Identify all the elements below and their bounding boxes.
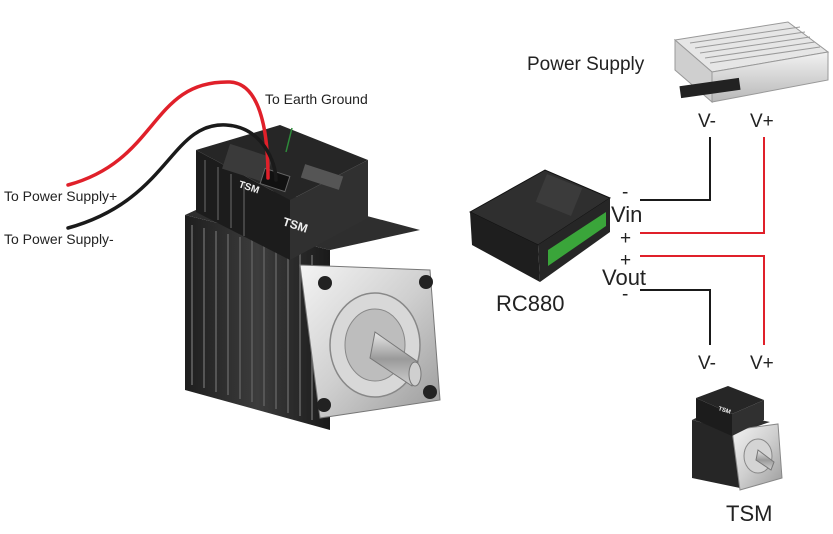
- label-vin-plus: +: [620, 228, 631, 249]
- label-ps-vplus: V+: [750, 111, 774, 132]
- power-supply-unit: [673, 21, 830, 104]
- label-ps-vminus: V-: [698, 111, 716, 132]
- label-tsm: TSM: [726, 501, 772, 526]
- io-connector: [300, 164, 344, 190]
- small-motor-shaft: [755, 449, 775, 471]
- label-vin: Vin: [611, 202, 642, 227]
- label-vout-plus: +: [620, 250, 631, 271]
- mount-hole: [423, 385, 437, 399]
- tsm-motor-large: TSM TSM: [185, 125, 441, 430]
- label-vout-minus: -: [622, 284, 628, 305]
- label-rc880: RC880: [496, 291, 564, 316]
- label-vin-minus: -: [622, 182, 628, 203]
- label-power-supply: Power Supply: [527, 54, 645, 75]
- wire-ps-vplus: [640, 137, 765, 234]
- drive-logo-plate: [222, 143, 273, 183]
- cooling-fins: [191, 225, 313, 420]
- label-tsm-vplus: V+: [750, 353, 774, 374]
- label-tsm-vminus: V-: [698, 353, 716, 374]
- wire-vout-plus: [640, 255, 765, 345]
- rc880-label-plate: [535, 173, 583, 217]
- ps-terminal-block: [679, 77, 741, 99]
- mount-hole: [419, 275, 433, 289]
- label-supply-minus: To Power Supply-: [4, 231, 114, 247]
- ps-vent-slots: [689, 26, 821, 64]
- wire-earth-ground: [285, 127, 293, 153]
- label-vout: Vout: [602, 265, 646, 290]
- wire-supply-plus: [66, 80, 270, 187]
- drive-fins: [204, 160, 245, 236]
- wiring-lines: [640, 137, 765, 345]
- wire-ps-vminus: [640, 137, 711, 201]
- mount-hole: [318, 276, 332, 290]
- wire-supply-minus: [66, 123, 278, 230]
- rc880-module: [468, 169, 612, 282]
- tsm-motor-small: TSM: [692, 386, 783, 491]
- mount-hole: [317, 398, 331, 412]
- wire-vout-minus: [640, 289, 711, 345]
- small-drive-badge-text: TSM: [717, 406, 731, 416]
- label-supply-plus: To Power Supply+: [4, 188, 117, 204]
- rc880-terminal-strip: [548, 212, 606, 266]
- motor-shaft: [369, 331, 419, 387]
- label-earth-ground: To Earth Ground: [265, 91, 368, 107]
